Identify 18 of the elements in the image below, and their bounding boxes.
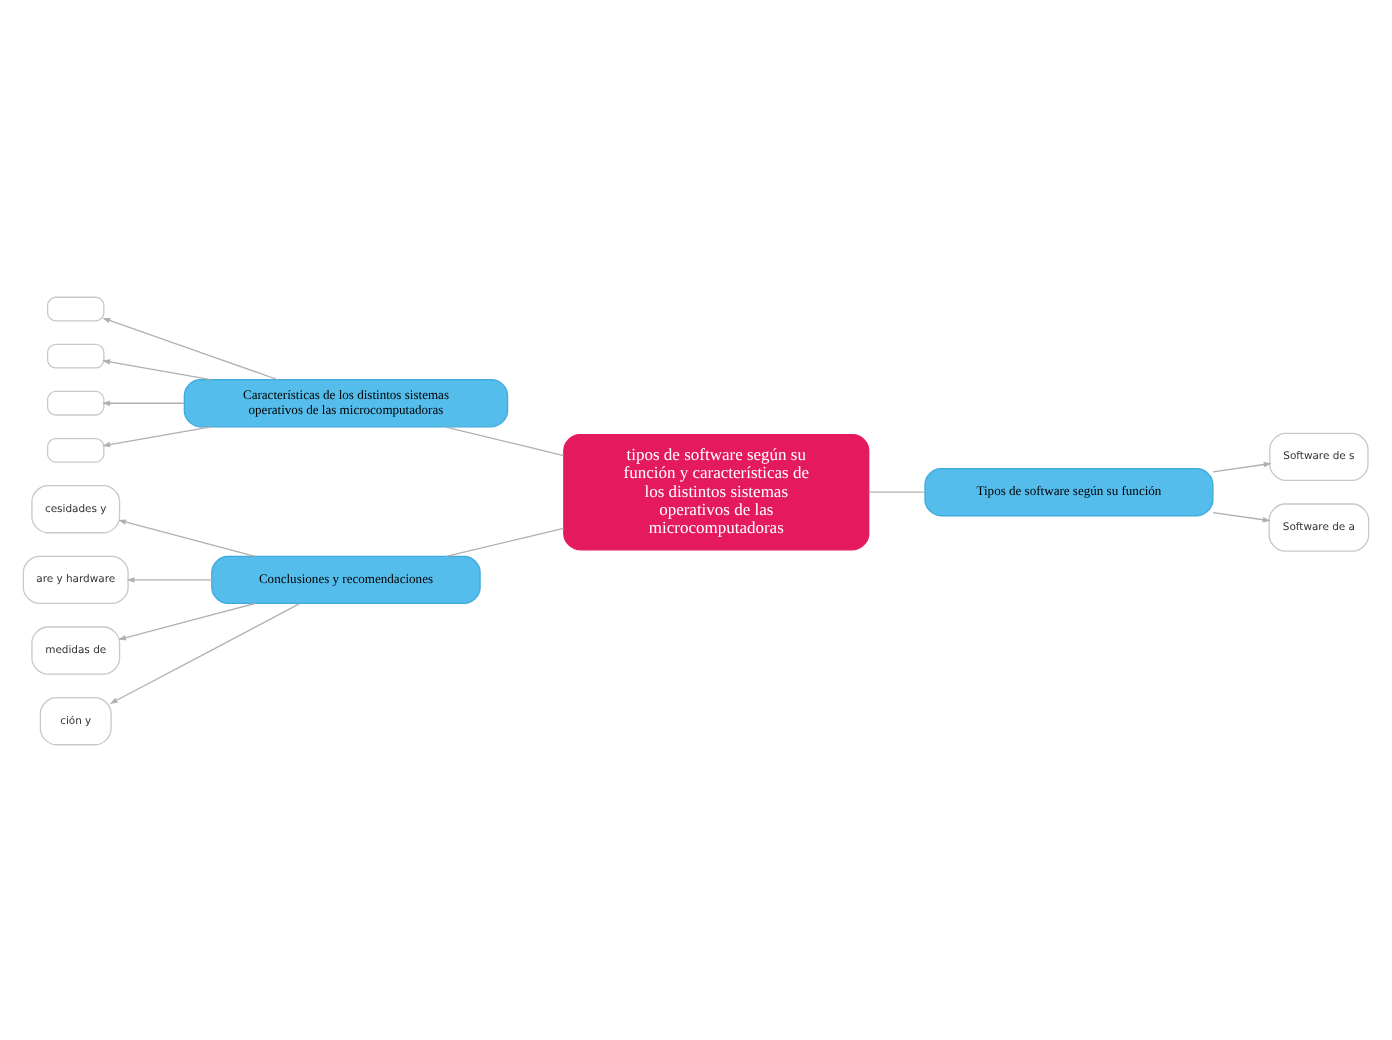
- node-box: [46, 436, 105, 462]
- arrow: [118, 518, 256, 556]
- arrow: [109, 602, 301, 703]
- arrow: [102, 425, 212, 447]
- arrow: [102, 399, 185, 405]
- arrow: [1212, 460, 1272, 472]
- arrow: [126, 576, 213, 582]
- arrow: [102, 358, 212, 380]
- arrow: [118, 601, 256, 640]
- connector: [444, 425, 565, 456]
- arrow: [102, 316, 278, 380]
- connector: [868, 490, 926, 492]
- connector: [445, 526, 565, 556]
- arrow: [1212, 510, 1271, 522]
- node-box: [46, 295, 105, 321]
- node-box: tipos de software según su función y características de los distintos sistemas operativos de las microcomputadoras: [563, 432, 870, 550]
- node-box: [46, 342, 105, 368]
- node-box: [46, 389, 105, 415]
